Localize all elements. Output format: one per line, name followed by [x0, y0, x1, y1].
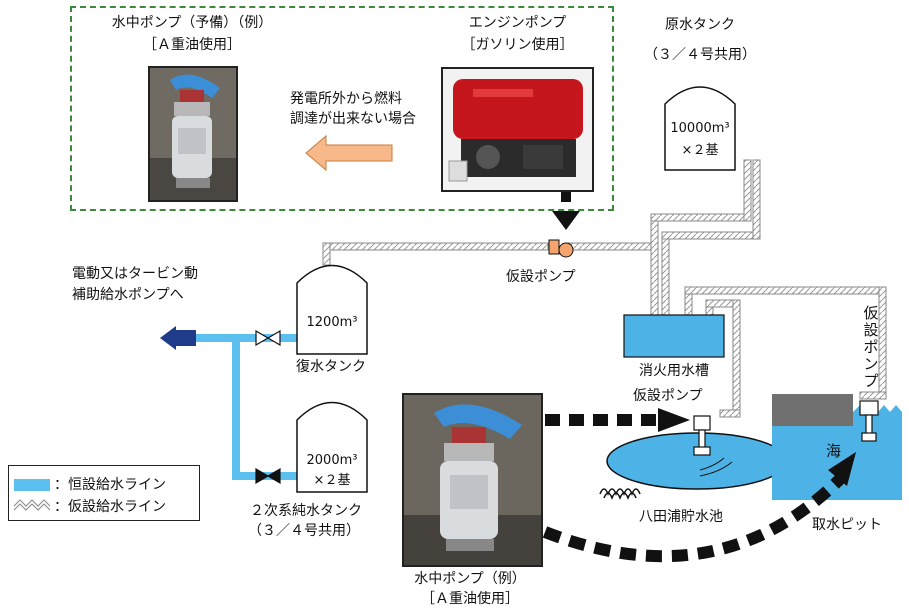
raw-water-tank-shape: [664, 86, 736, 171]
legend: [8, 465, 200, 521]
pure-water-tank-shape: [296, 401, 368, 493]
pure-tank-count: ×２基: [313, 473, 351, 488]
reservoir-pump-icon: [693, 415, 711, 456]
condensate-capacity: 1200m³: [306, 315, 358, 330]
legend-permanent-swatch: [14, 479, 50, 491]
legend-permanent-label: ：恒設給水ライン: [54, 477, 166, 493]
raw-tank-count: ×２基: [681, 143, 719, 158]
condensate-label: 復水タンク: [296, 359, 366, 375]
temporary-pump-icon: [548, 239, 574, 258]
reservoir-grass: [599, 488, 641, 501]
condensate-tank-shape: [296, 264, 368, 355]
intake-pump-icon: [859, 400, 879, 442]
aux-pump-line2: 補助給水ポンプへ: [72, 287, 184, 303]
temp-pump-top-label: 仮設ポンプ: [506, 269, 576, 285]
engine-pump-fuel: ［ガソリン使用］: [461, 37, 574, 53]
temporary-supply-lines: [322, 159, 887, 418]
aux-pump-line1: 電動又はタービン動: [72, 266, 198, 282]
top-pump-fuel: ［Ａ重油使用］: [143, 37, 241, 53]
bottom-pump-title: 水中ポンプ（例）: [414, 571, 526, 587]
intake-pit-label: 取水ピット: [812, 517, 882, 533]
fire-water-tank-shape: [623, 314, 725, 358]
engine-pump-title: エンジンポンプ: [468, 15, 567, 31]
permanent-supply-line: [196, 334, 300, 480]
intake-pit-top: [772, 394, 853, 426]
fuel-direction-arrow: [305, 134, 393, 172]
temp-pump-right-label: 仮設ポンプ: [863, 304, 879, 390]
pump-to-sea-arrow: [542, 452, 856, 563]
reservoir-ripple: [699, 457, 725, 471]
sea-label: 海: [826, 442, 842, 460]
pump-to-reservoir-arrow: [545, 408, 690, 432]
temp-pump-mid-label: 仮設ポンプ: [633, 388, 703, 404]
fuel-note-line2: 調達が出来ない場合: [290, 111, 416, 127]
reservoir-label: 八田浦貯水池: [639, 509, 723, 525]
fuel-note-line1: 発電所外から燃料: [290, 91, 402, 107]
legend-temporary-swatch: [13, 499, 51, 511]
engine-pump-down-arrow: [552, 192, 580, 230]
raw-tank-sub: （３／４号共用）: [644, 47, 756, 63]
pure-tank-sub: （３／４号共用）: [248, 523, 360, 539]
outlet-arrow: [160, 326, 196, 350]
fire-tank-label: 消火用水槽: [639, 363, 709, 379]
top-pump-title: 水中ポンプ（予備）（例）: [111, 15, 273, 31]
legend-temporary-label: ：仮設給水ライン: [54, 499, 166, 515]
bottom-pump-fuel: ［Ａ重油使用］: [421, 591, 519, 607]
reservoir-shape: [606, 432, 788, 490]
valve-condensate: [255, 329, 281, 347]
bottom-submersible-pump-photo: [402, 393, 543, 567]
reservoir-ripple-2: [699, 461, 733, 477]
valve-pure-water: [255, 467, 281, 485]
pure-tank-label: ２次系純水タンク: [250, 503, 362, 519]
alternative-fuel-frame: [70, 6, 614, 211]
top-submersible-pump-photo: [148, 66, 238, 202]
pure-tank-capacity: 2000m³: [306, 453, 358, 468]
raw-tank-capacity: 10000m³: [670, 121, 730, 136]
raw-tank-title: 原水タンク: [665, 17, 735, 33]
engine-pump-photo: [441, 67, 594, 192]
